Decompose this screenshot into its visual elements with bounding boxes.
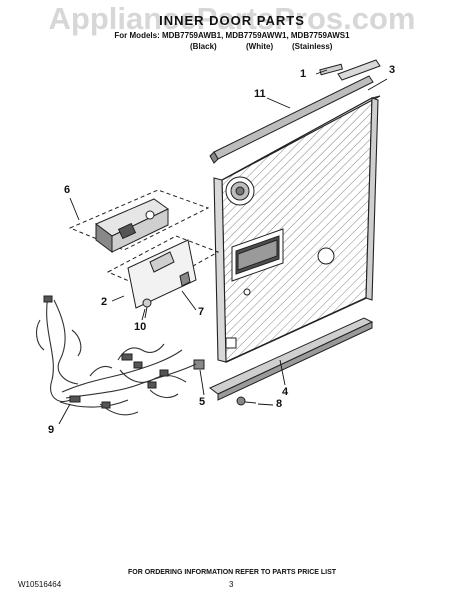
dispenser-opening <box>231 228 284 282</box>
callout-5: 5 <box>199 396 206 408</box>
dispenser-cover-group <box>106 235 220 309</box>
callout-11: 11 <box>254 88 266 100</box>
rinse-aid-cap <box>317 247 335 265</box>
screw-part <box>142 298 152 319</box>
document-number: W10516464 <box>18 580 62 589</box>
door-hole <box>225 337 237 349</box>
callout-7: 7 <box>198 306 205 318</box>
top-gasket-strip <box>209 75 374 164</box>
wire-harness-connectors <box>43 295 169 409</box>
leader-lines <box>58 69 388 425</box>
page-number: 3 <box>229 580 234 589</box>
callout-4: 4 <box>282 386 289 398</box>
callout-8: 8 <box>276 398 283 410</box>
callout-6: 6 <box>64 184 71 196</box>
variant-black: (Black) <box>190 42 217 51</box>
wire-harness <box>35 295 197 416</box>
variant-stainless: (Stainless) <box>292 42 333 51</box>
watermark: AppliancePartsPros.com <box>48 1 416 36</box>
callout-3: 3 <box>389 64 396 76</box>
callout-9: 9 <box>48 424 55 436</box>
model-list: For Models: MDB7759AWB1, MDB7759AWW1, MD… <box>114 31 350 40</box>
ordering-note: FOR ORDERING INFORMATION REFER TO PARTS … <box>127 569 337 576</box>
door-hole <box>243 288 251 296</box>
vent-assembly <box>225 176 255 206</box>
callout-1: 1 <box>300 68 307 80</box>
screw-part <box>236 396 257 406</box>
bottom-trim-strip <box>209 317 374 401</box>
dispenser-group <box>68 189 210 253</box>
callout-10: 10 <box>134 321 147 333</box>
page-title: INNER DOOR PARTS <box>159 13 305 28</box>
callout-2: 2 <box>101 296 108 308</box>
vent-strip <box>337 59 381 81</box>
variant-white: (White) <box>246 42 274 51</box>
inner-door-panel <box>213 95 381 363</box>
